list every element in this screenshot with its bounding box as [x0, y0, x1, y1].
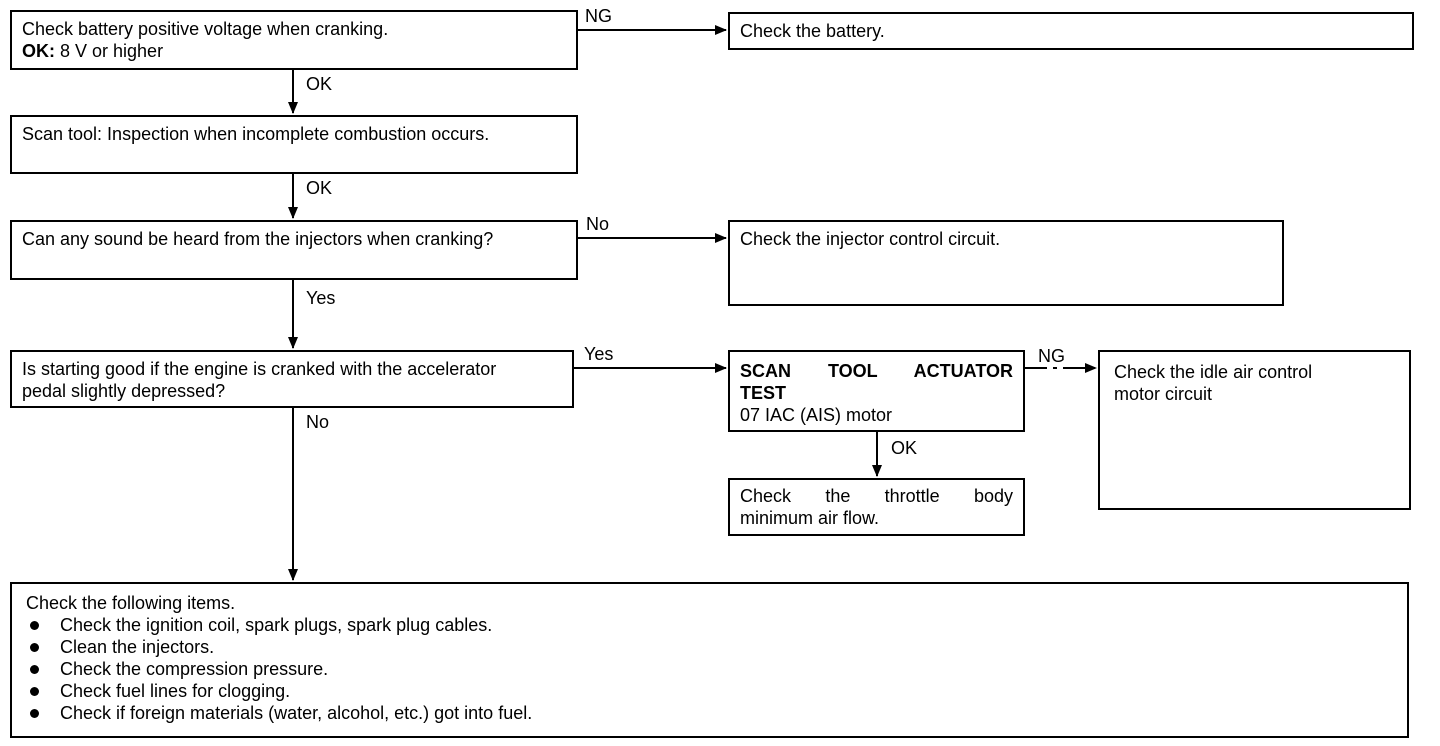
label-yes-starting: Yes — [306, 288, 336, 308]
actuator-test-line1: SCAN TOOL ACTUATOR — [740, 361, 1013, 381]
injector-circuit-text: Check the injector control circuit. — [740, 229, 1001, 249]
actuator-test-box: SCAN TOOL ACTUATOR TEST 07 IAC (AIS) mot… — [728, 350, 1025, 432]
throttle-body-box: Check the throttle body minimum air flow… — [728, 478, 1025, 536]
idle-air-line2: motor circuit — [1114, 384, 1213, 404]
label-ok-throttle: OK — [891, 438, 918, 458]
final-checks-title: Check the following items. — [26, 593, 236, 613]
check-battery-text: Check the battery. — [740, 21, 885, 41]
list-item: Clean the injectors. — [26, 636, 1397, 658]
injector-circuit-box: Check the injector control circuit. — [728, 220, 1284, 306]
battery-voltage-check-box: Check battery positive voltage when cran… — [10, 10, 578, 70]
starting-good-line2: pedal slightly depressed? — [22, 381, 226, 401]
actuator-test-line2: TEST — [740, 383, 787, 403]
starting-good-line1: Is starting good if the engine is cranke… — [22, 359, 497, 379]
throttle-body-line1: Check the throttle body — [740, 486, 1013, 506]
label-no-injector: No — [586, 214, 610, 234]
label-ok-scan: OK — [306, 74, 333, 94]
throttle-body-line2: minimum air flow. — [740, 508, 880, 528]
scan-tool-text: Scan tool: Inspection when incomplete co… — [22, 124, 490, 144]
starting-good-question-box: Is starting good if the engine is cranke… — [10, 350, 574, 408]
label-no-final: No — [306, 412, 330, 432]
battery-check-text: Check battery positive voltage when cran… — [22, 19, 389, 39]
list-item: Check fuel lines for clogging. — [26, 680, 1397, 702]
idle-air-control-box: Check the idle air control motor circuit — [1098, 350, 1411, 510]
check-battery-box: Check the battery. — [728, 12, 1414, 50]
ok-criteria-value: 8 V or higher — [55, 41, 164, 61]
label-yes-actuator: Yes — [584, 344, 614, 364]
ok-criteria-label: OK: — [22, 41, 55, 61]
final-checks-box: Check the following items. Check the ign… — [10, 582, 1409, 738]
injector-sound-text: Can any sound be heard from the injector… — [22, 229, 494, 249]
final-checks-list: Check the ignition coil, spark plugs, sp… — [26, 614, 1397, 724]
label-ok-injector: OK — [306, 178, 333, 198]
injector-sound-question-box: Can any sound be heard from the injector… — [10, 220, 578, 280]
list-item: Check the compression pressure. — [26, 658, 1397, 680]
actuator-test-line3: 07 IAC (AIS) motor — [740, 405, 893, 425]
idle-air-line1: Check the idle air control — [1114, 362, 1313, 382]
list-item: Check the ignition coil, spark plugs, sp… — [26, 614, 1397, 636]
scan-tool-inspection-box: Scan tool: Inspection when incomplete co… — [10, 115, 578, 174]
list-item: Check if foreign materials (water, alcoh… — [26, 702, 1397, 724]
label-ng-idle: NG — [1038, 346, 1065, 366]
label-ng-battery: NG — [585, 6, 612, 26]
